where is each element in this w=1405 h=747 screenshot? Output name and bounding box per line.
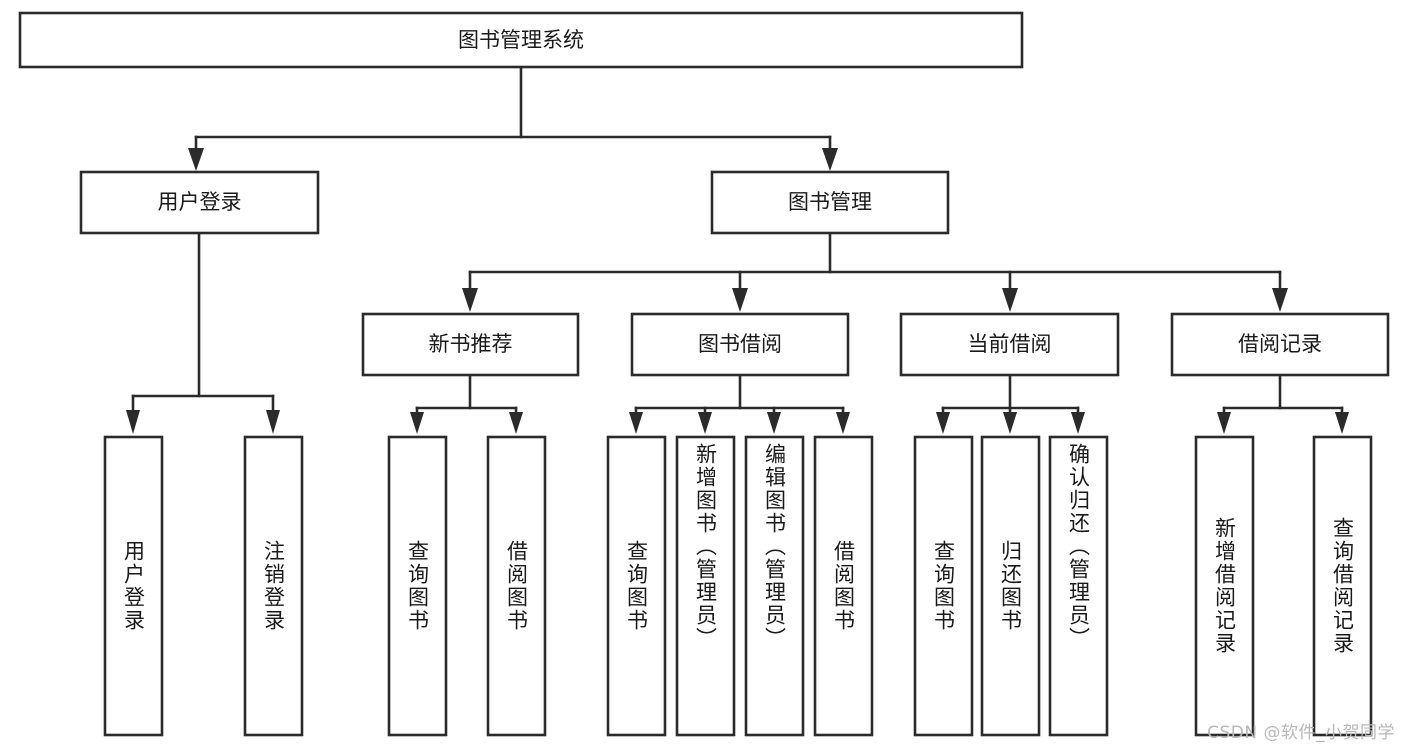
leaf-book-borrow-1[interactable] <box>606 435 667 737</box>
connectors-borrowrecord-to-leaves <box>1217 373 1349 434</box>
arrowhead-book-borrow <box>732 288 748 312</box>
leaf-user-login-1[interactable] <box>103 435 164 737</box>
arrowhead-cb-1 <box>936 412 950 434</box>
leaf-book-borrow-4[interactable] <box>813 435 874 737</box>
arrowhead-bb-2 <box>698 412 712 434</box>
connectors-root-to-level2 <box>188 65 838 171</box>
arrowhead-cb-3 <box>1071 412 1085 434</box>
leaf-book-borrow-3[interactable] <box>744 435 805 737</box>
node-borrow-record[interactable] <box>1170 312 1390 377</box>
arrowhead-br-2 <box>1335 412 1349 434</box>
arrowhead-book-mgmt <box>822 148 838 171</box>
node-new-book-recommend[interactable] <box>361 312 580 377</box>
leaf-new-book-2[interactable] <box>486 435 547 737</box>
leaf-current-borrow-2[interactable] <box>980 435 1041 737</box>
arrowhead-user-login <box>188 148 204 171</box>
node-book-borrow-label: 图书借阅 <box>698 332 782 356</box>
arrowhead-borrow-record <box>1272 288 1288 312</box>
leaf-borrow-record-2[interactable] <box>1312 435 1373 737</box>
leaf-borrow-record-1[interactable] <box>1194 435 1255 737</box>
node-current-borrow-label: 当前借阅 <box>968 332 1052 356</box>
arrowhead-bb-3 <box>767 412 781 434</box>
arrowhead-cb-2 <box>1003 412 1017 434</box>
leaf-current-borrow-1[interactable] <box>913 435 974 737</box>
leaf-new-book-1[interactable] <box>387 435 448 737</box>
node-root-book-management-system[interactable] <box>18 11 1024 69</box>
node-user-login[interactable] <box>79 170 320 235</box>
arrowhead-ul-2 <box>266 410 280 434</box>
node-book-management[interactable] <box>710 170 950 235</box>
leaf-current-borrow-3[interactable] <box>1048 435 1109 737</box>
node-borrow-record-label: 借阅记录 <box>1238 332 1322 356</box>
node-new-book-recommend-label: 新书推荐 <box>429 332 513 356</box>
arrowhead-nb-2 <box>509 412 523 434</box>
node-current-borrow[interactable] <box>899 312 1120 377</box>
leaf-user-login-2[interactable] <box>243 435 304 737</box>
arrowhead-nb-1 <box>410 412 424 434</box>
connectors-currentborrow-to-leaves <box>936 373 1085 434</box>
arrowhead-ul-1 <box>126 410 140 434</box>
node-book-management-label: 图书管理 <box>788 190 872 214</box>
node-user-login-label: 用户登录 <box>158 190 242 214</box>
connectors-bookborrow-to-leaves <box>629 373 850 434</box>
csdn-watermark: CSDN @软件_小贺同学 <box>1207 723 1395 743</box>
arrowhead-new-book <box>462 288 478 312</box>
connectors-newbook-to-leaves <box>410 373 523 434</box>
arrowhead-current-borrow <box>1002 288 1018 312</box>
arrowhead-br-1 <box>1217 412 1231 434</box>
leaf-book-borrow-2[interactable] <box>675 435 736 737</box>
connectors-userlogin-to-leaves <box>126 231 280 434</box>
connectors-level2-to-level3 <box>462 231 1288 312</box>
node-book-borrow[interactable] <box>630 312 850 377</box>
arrowhead-bb-1 <box>629 412 643 434</box>
arrowhead-bb-4 <box>836 412 850 434</box>
node-root-label: 图书管理系统 <box>458 28 584 52</box>
